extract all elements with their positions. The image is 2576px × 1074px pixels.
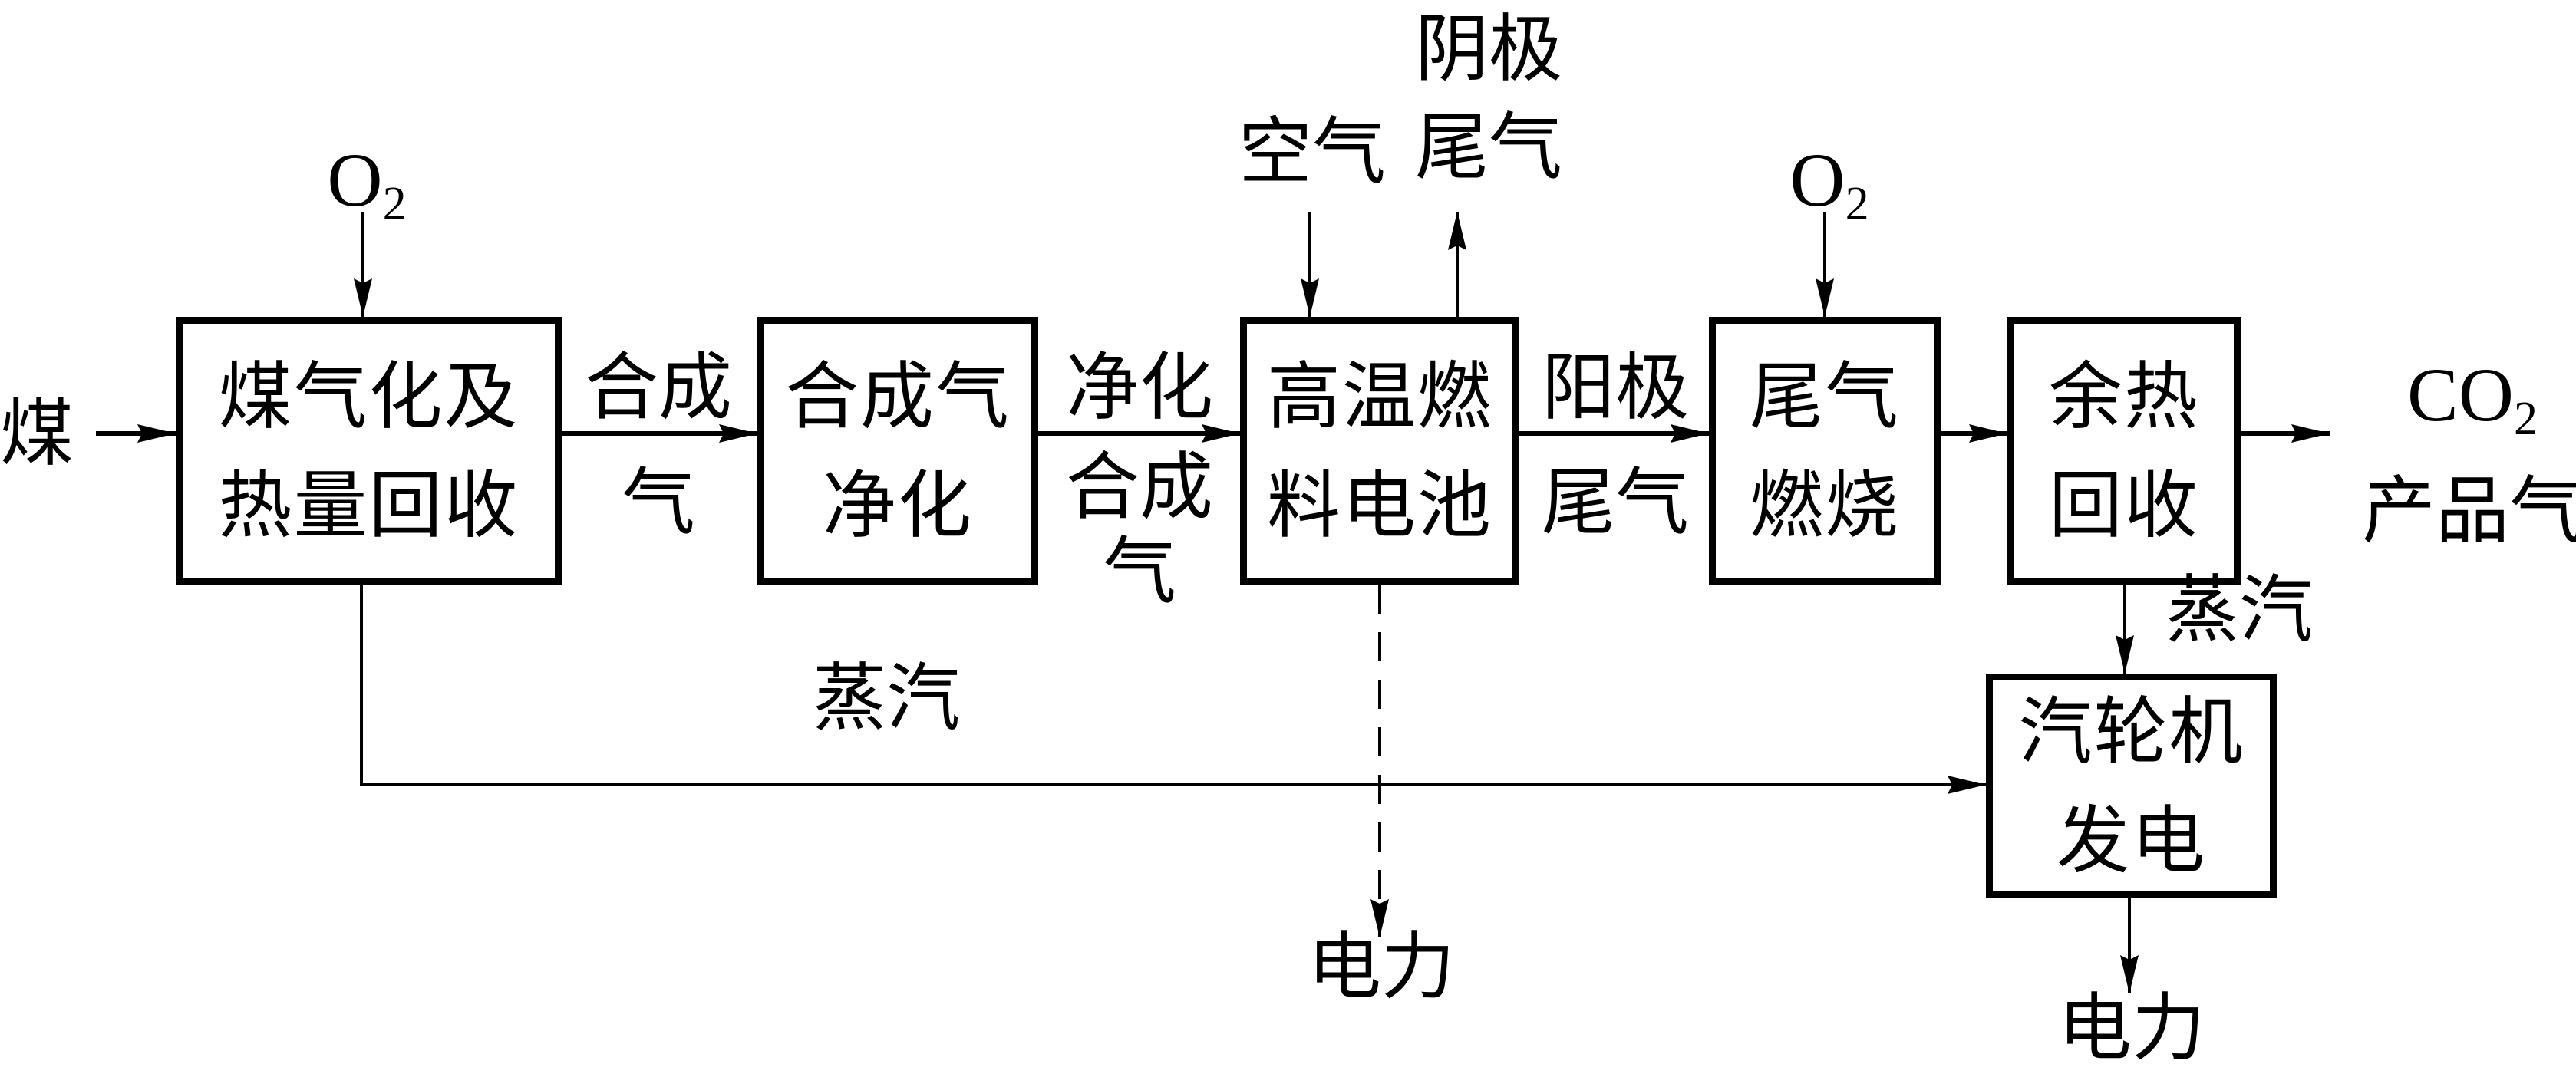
block-label-line: 回收	[2049, 462, 2199, 549]
block-label-line: 尾气	[1750, 353, 1900, 440]
block-label-line: 净化	[823, 462, 973, 549]
block-label-line: 发电	[2056, 797, 2207, 884]
block-label-line: 汽轮机	[2018, 688, 2245, 775]
block-coal-gasification-heat-recovery: 煤气化及 热量回收	[176, 317, 562, 585]
label-steam-gasifier: 蒸汽	[813, 655, 960, 741]
block-high-temp-fuel-cell: 高温燃 料电池	[1240, 317, 1519, 585]
label-line: 尾气	[1542, 460, 1689, 545]
block-steam-turbine-generator: 汽轮机 发电	[1986, 674, 2277, 898]
label-line: 阳极	[1542, 344, 1689, 430]
label-line: 气	[622, 460, 695, 545]
formula-base: O	[1789, 137, 1845, 222]
label-line: 尾气	[1415, 104, 1562, 190]
label-line: 阴极	[1415, 6, 1562, 92]
block-label-line: 燃烧	[1750, 462, 1900, 549]
label-line: 合成	[1066, 444, 1213, 530]
block-label-line: 料电池	[1267, 462, 1492, 549]
block-label-line: 高温燃	[1267, 353, 1492, 440]
label-oxygen-2: O2	[1789, 134, 1869, 250]
formula-subscript: 2	[382, 178, 407, 230]
formula-subscript: 2	[2513, 393, 2538, 445]
arrow-steam-gasifier-to-turbine	[360, 585, 1986, 794]
label-co2: CO2	[2362, 349, 2576, 465]
label-cathode-exhaust: 阴极 尾气	[1415, 0, 1562, 196]
block-syngas-cleanup: 合成气 净化	[757, 317, 1038, 585]
label-oxygen-1: O2	[327, 134, 406, 250]
block-tail-gas-combustion: 尾气 燃烧	[1709, 317, 1941, 585]
label-syngas: 合成 气	[585, 330, 732, 560]
label-power-turbine: 电力	[2058, 985, 2205, 1071]
formula-subscript: 2	[1845, 178, 1869, 230]
formula-base: CO	[2407, 352, 2514, 437]
label-steam-heat-recovery: 蒸汽	[2165, 567, 2313, 653]
label-anode-exhaust: 阳极 尾气	[1542, 330, 1689, 560]
block-label-line: 合成气	[785, 353, 1011, 440]
block-waste-heat-recovery: 余热 回收	[2007, 317, 2241, 585]
block-label-line: 热量回收	[218, 462, 519, 549]
block-label-line: 余热	[2049, 353, 2199, 440]
label-line: 净化	[1066, 344, 1213, 430]
formula-base: O	[327, 137, 383, 222]
label-co2-product-gas: CO2 产品气	[2362, 349, 2576, 557]
label-power-fuel-cell: 电力	[1308, 924, 1455, 1010]
block-label-line: 煤气化及	[218, 353, 519, 440]
label-coal: 煤	[0, 390, 74, 476]
label-product-gas: 产品气	[2362, 468, 2576, 554]
label-line: 气	[1103, 529, 1176, 614]
label-clean-syngas: 净化 合成 气	[1066, 330, 1213, 614]
label-line: 合成	[585, 344, 732, 430]
label-air: 空气	[1239, 109, 1386, 195]
